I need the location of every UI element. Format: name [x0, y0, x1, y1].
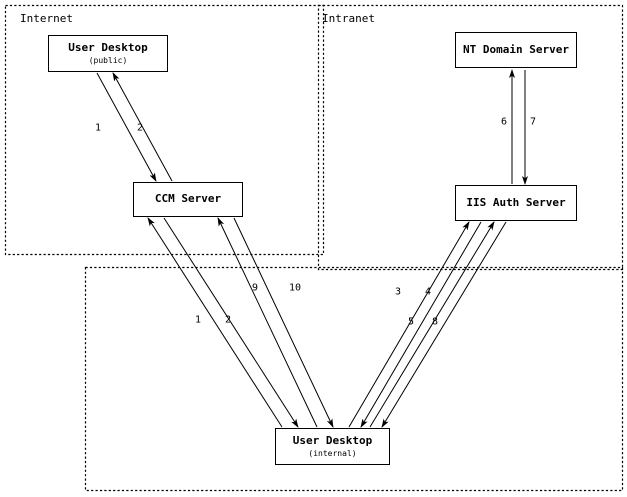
node-title-user-desktop-public: User Desktop [68, 41, 148, 55]
node-nt-domain-server[interactable]: NT Domain Server [455, 32, 577, 68]
zone-boundary-internal-zone [84, 266, 624, 492]
edge-line-edge-10 [233, 217, 334, 428]
edge-line-edge-2b [163, 217, 299, 428]
zone-boundary-intranet-zone [317, 4, 624, 271]
edge-label-edge-5: 5 [407, 316, 415, 328]
edge-label-edge-8: 8 [431, 316, 439, 328]
node-title-ccm-server: CCM Server [154, 192, 222, 206]
edge-label-edge-6: 6 [500, 116, 508, 128]
zone-boundaries [4, 4, 624, 492]
edge-label-edge-1b: 1 [194, 314, 202, 326]
node-iis-auth-server[interactable]: IIS Auth Server [455, 185, 577, 221]
node-subtitle-user-desktop-internal: (internal) [308, 448, 357, 458]
edge-label-edge-10: 10 [288, 282, 302, 294]
edge-line-edge-9 [217, 217, 318, 428]
node-title-iis-auth-server: IIS Auth Server [466, 195, 566, 209]
node-user-desktop-public[interactable]: User Desktop(public) [48, 35, 168, 72]
edge-label-edge-3: 3 [394, 286, 402, 298]
node-user-desktop-internal[interactable]: User Desktop(internal) [275, 428, 390, 465]
edge-line-edge-8 [381, 221, 507, 428]
edge-line-edge-1 [96, 72, 157, 182]
edge-line-edge-5 [369, 221, 495, 428]
internet-zone-label: Internet [20, 12, 73, 25]
edge-label-edge-7: 7 [529, 116, 537, 128]
edge-line-edge-4 [360, 221, 482, 428]
intranet-zone-label: Intranet [322, 12, 375, 25]
edge-line-edge-2 [112, 72, 173, 182]
edge-line-edge-1b [147, 217, 283, 428]
edge-label-edge-2b: 2 [224, 314, 232, 326]
node-title-user-desktop-internal: User Desktop [292, 434, 373, 448]
edge-label-edge-9: 9 [251, 282, 259, 294]
edge-label-edge-1: 1 [94, 122, 102, 134]
zone-boundary-internet-zone [4, 4, 325, 256]
edge-lines [96, 69, 528, 428]
node-title-nt-domain-server: NT Domain Server [463, 42, 569, 56]
edge-label-edge-2: 2 [136, 122, 144, 134]
node-subtitle-user-desktop-public: (public) [88, 55, 128, 65]
edge-line-edge-3 [348, 221, 470, 428]
edge-label-edge-4: 4 [424, 286, 432, 298]
node-ccm-server[interactable]: CCM Server [133, 182, 243, 217]
